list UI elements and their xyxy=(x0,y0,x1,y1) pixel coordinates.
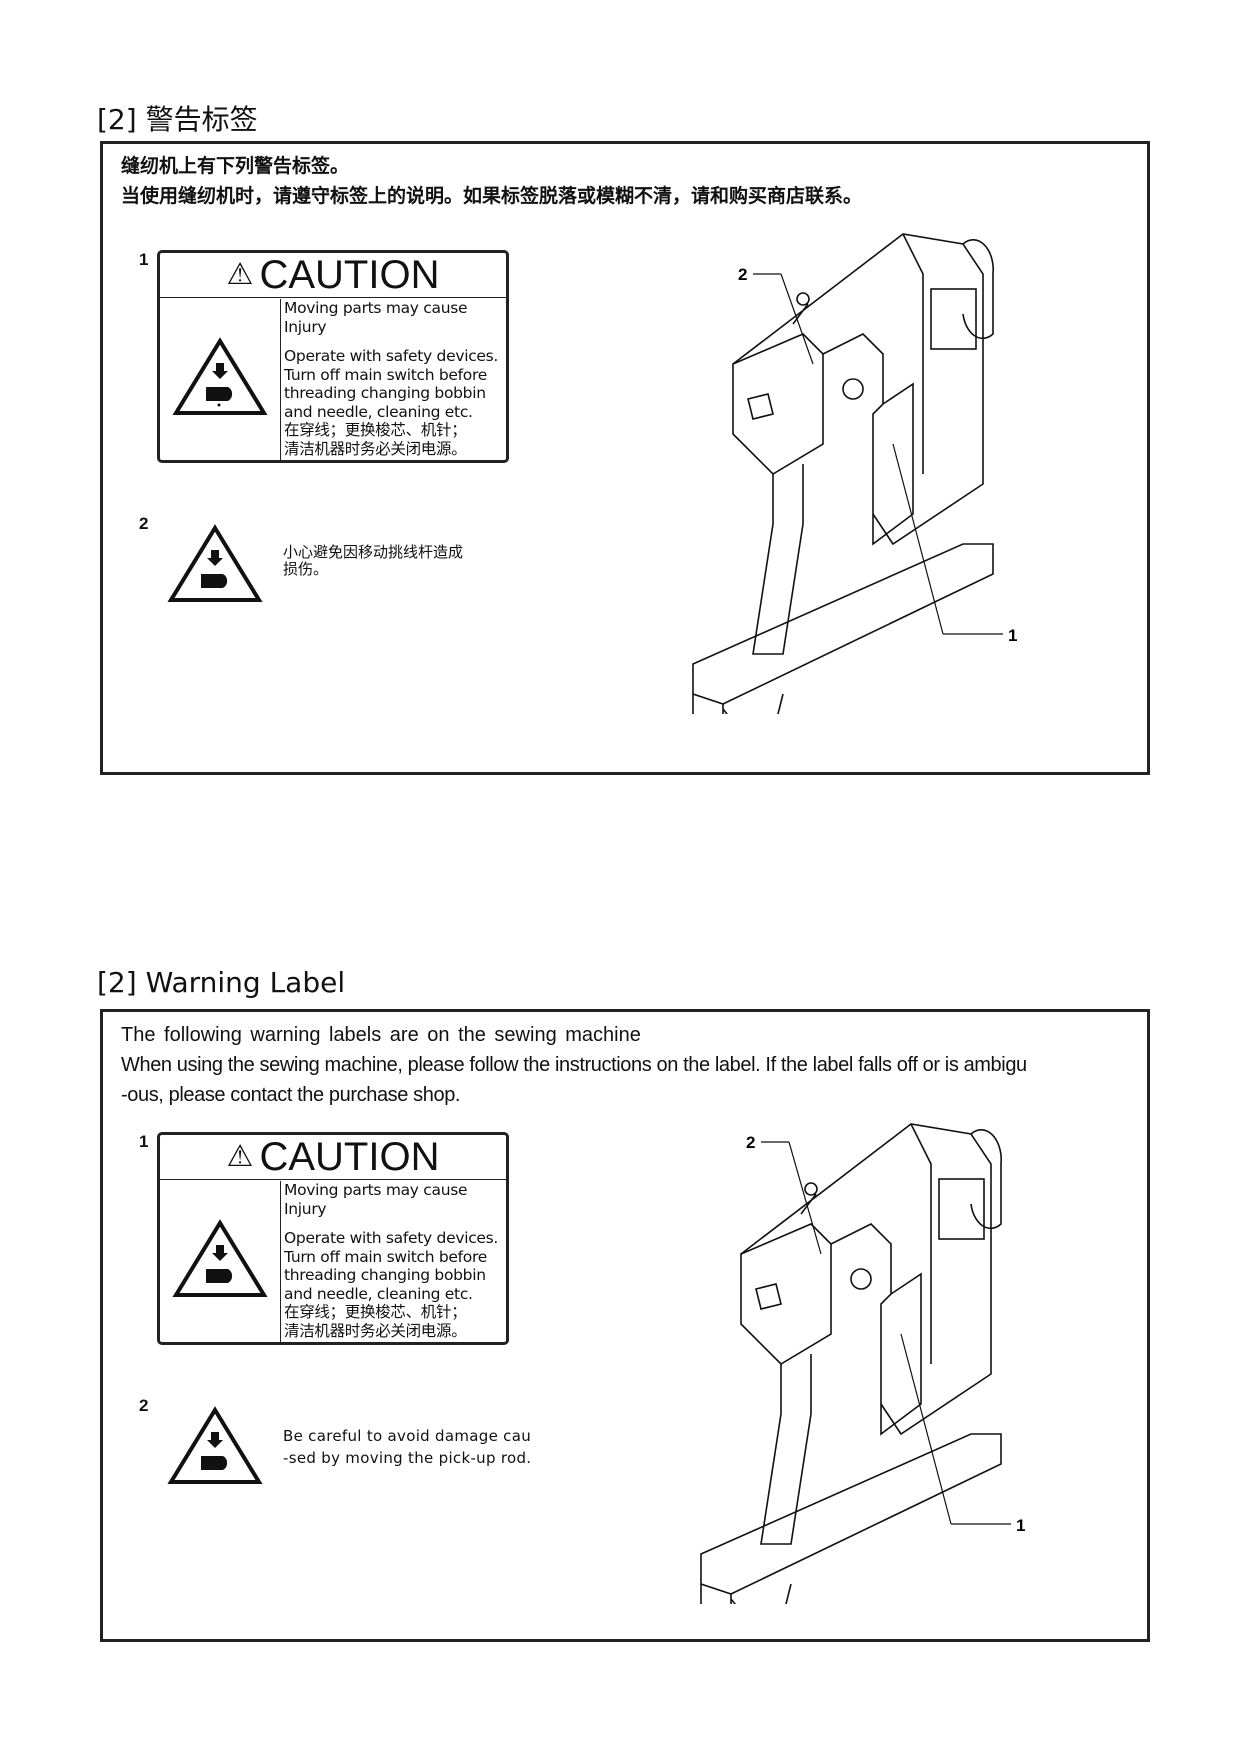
note-line: 小心避免因移动挑线杆造成 xyxy=(283,543,464,561)
label-number-1: 1 xyxy=(139,1132,149,1151)
caution-text: Moving parts may cause xyxy=(284,1181,468,1199)
intro-line-1: 缝纫机上有下列警告标签。 xyxy=(121,156,350,177)
caution-text: threading changing bobbin xyxy=(284,384,486,402)
section-heading-en: [2] Warning Label xyxy=(97,966,346,999)
warning-triangle-icon: ⚠ xyxy=(226,258,254,291)
note-line: Be careful to avoid damage cau xyxy=(283,1427,532,1445)
label-number-2: 2 xyxy=(139,514,149,533)
caution-text: and needle, cleaning etc. xyxy=(284,402,473,421)
callout-2: 2 xyxy=(738,265,747,284)
sewing-machine-illustration: 2 1 xyxy=(700,1123,1025,1604)
caution-text: Moving parts may cause xyxy=(284,299,468,317)
callout-1: 1 xyxy=(1016,1516,1025,1535)
caution-text: Turn off main switch before xyxy=(284,365,487,384)
label2-note: 小心避免因移动挑线杆造成 损伤。 xyxy=(283,544,463,578)
caution-text: 清洁机器时务必关闭电源。 xyxy=(284,439,467,458)
intro-line-2: When using the sewing machine, please fo… xyxy=(121,1054,1027,1076)
caution-text: and needle, cleaning etc. xyxy=(284,1284,473,1303)
section-heading-zh: [2] 警告标签 xyxy=(97,103,258,136)
caution-text: 清洁机器时务必关闭电源。 xyxy=(284,1321,467,1340)
label-number-2: 2 xyxy=(139,1396,149,1415)
warning-label-panel-en: The following warning labels are on the … xyxy=(100,1009,1150,1642)
caution-text: Operate with safety devices. xyxy=(284,1229,499,1247)
hand-crush-hazard-icon xyxy=(172,337,268,415)
hand-crush-hazard-icon xyxy=(167,524,263,602)
caution-label: ⚠CAUTION Moving parts may cause Injury O… xyxy=(157,250,509,463)
caution-title: CAUTION xyxy=(259,1135,440,1179)
callout-2: 2 xyxy=(746,1133,755,1152)
caution-text: Injury xyxy=(284,1199,327,1218)
warning-label-panel-zh: 缝纫机上有下列警告标签。 当使用缝纫机时，请遵守标签上的说明。如果标签脱落或模糊… xyxy=(100,141,1150,775)
caution-text: Turn off main switch before xyxy=(284,1247,487,1266)
label-number-1: 1 xyxy=(139,250,149,269)
warning-triangle-icon: ⚠ xyxy=(226,1140,254,1173)
label2-note: Be careful to avoid damage cau -sed by m… xyxy=(283,1425,531,1469)
note-line: -sed by moving the pick-up rod. xyxy=(283,1449,532,1467)
caution-text: threading changing bobbin xyxy=(284,1266,486,1284)
sewing-machine-illustration: 2 1 xyxy=(692,233,1017,714)
intro-line-3: -ous, please contact the purchase shop. xyxy=(121,1084,461,1106)
caution-text: Injury xyxy=(284,317,327,336)
caution-title: CAUTION xyxy=(259,253,440,297)
caution-text: Operate with safety devices. xyxy=(284,347,499,365)
hand-crush-hazard-icon xyxy=(167,1406,263,1484)
caution-text: 在穿线；更换梭芯、机针； xyxy=(284,421,467,439)
intro-line-2: 当使用缝纫机时，请遵守标签上的说明。如果标签脱落或模糊不清，请和购买商店联系。 xyxy=(121,186,863,207)
intro-line-1: The following warning labels are on the … xyxy=(121,1024,641,1046)
callout-1: 1 xyxy=(1008,626,1017,645)
caution-text: 在穿线；更换梭芯、机针； xyxy=(284,1303,467,1321)
hand-crush-hazard-icon xyxy=(172,1219,268,1297)
note-line: 损伤。 xyxy=(283,560,329,578)
caution-label: ⚠CAUTION Moving parts may cause Injury O… xyxy=(157,1132,509,1345)
